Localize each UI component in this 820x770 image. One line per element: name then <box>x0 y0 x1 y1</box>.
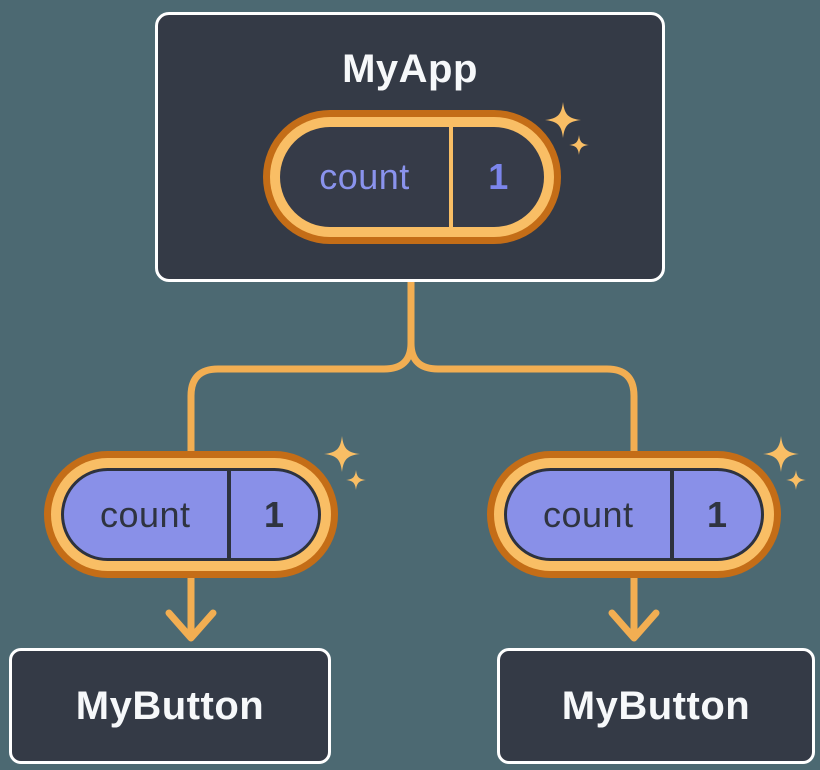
sparkle-small-icon <box>786 470 806 490</box>
connector-branch-left <box>187 339 415 474</box>
prop-pill-ring: count 1 <box>51 458 331 571</box>
prop-pill-right: count 1 <box>487 451 781 578</box>
sparkle-icon <box>324 436 360 472</box>
prop-name: count <box>99 493 191 535</box>
state-pill-myapp: count 1 <box>263 110 561 244</box>
node-mybutton-title: MyButton <box>561 683 751 728</box>
sparkle-icon <box>545 102 581 138</box>
prop-name: count <box>542 493 634 535</box>
prop-pill-left: count 1 <box>44 451 338 578</box>
state-value: 1 <box>488 156 509 197</box>
sparkle-small-icon <box>346 470 366 490</box>
pill-divider <box>669 471 674 558</box>
prop-value: 1 <box>706 493 728 535</box>
prop-value: 1 <box>263 493 285 535</box>
prop-pill-ring: count 1 <box>494 458 774 571</box>
pill-divider <box>449 127 453 227</box>
node-myapp-title: MyApp <box>342 47 478 91</box>
state-name: count <box>319 156 410 197</box>
arrow-down-left-icon <box>165 566 217 642</box>
node-mybutton-right: MyButton <box>497 648 815 764</box>
arrow-down-right-icon <box>608 566 660 642</box>
node-mybutton-title: MyButton <box>75 683 265 728</box>
pill-divider <box>226 471 231 558</box>
state-pill-ring: count 1 <box>270 117 554 237</box>
sparkle-icon <box>763 436 799 472</box>
connector-branch-right <box>407 339 638 474</box>
sparkle-small-icon <box>569 135 589 155</box>
node-mybutton-left: MyButton <box>9 648 331 764</box>
